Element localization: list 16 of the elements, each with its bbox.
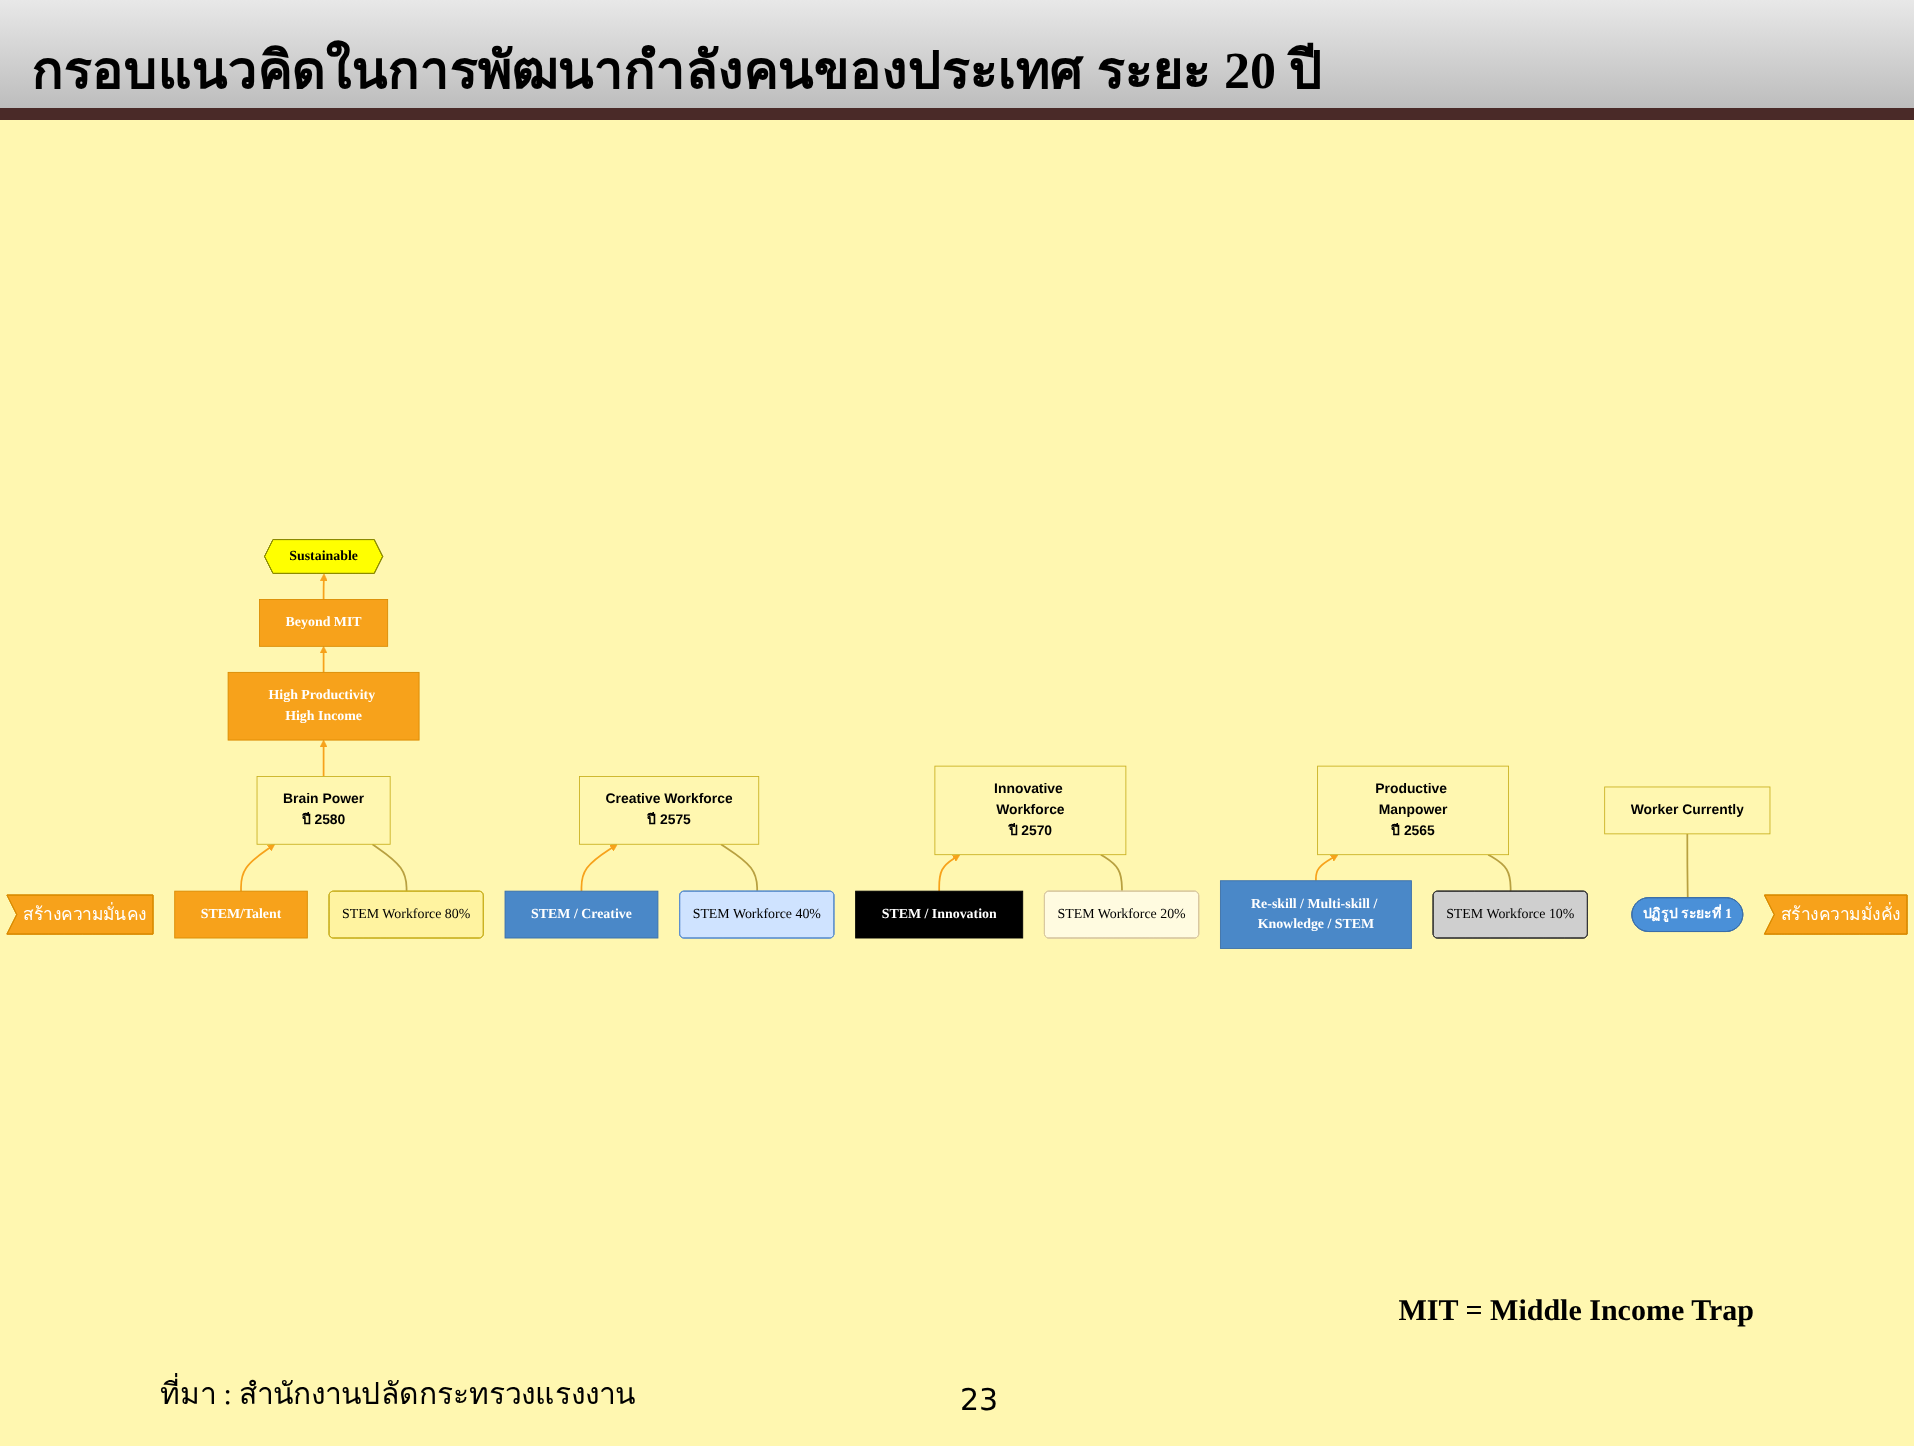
arrow — [319, 739, 328, 778]
connector — [720, 843, 759, 893]
connector — [1686, 833, 1689, 899]
connector — [1099, 853, 1123, 893]
slide-title: กรอบแนวคิดในการพัฒนากำลังคนของประเทศ ระยะ 20 ปี — [0, 0, 1914, 120]
arrow — [1315, 854, 1339, 882]
page-number: 23 — [960, 1382, 999, 1418]
connector — [371, 843, 408, 893]
source-note: ที่มา : สำนักงานปลัดกระทรวงแรงงาน — [160, 1370, 636, 1418]
arrow — [580, 843, 618, 892]
arrow — [319, 646, 328, 674]
arrow — [320, 573, 328, 601]
arrow — [240, 843, 276, 892]
footnote: MIT = Middle Income Trap — [1398, 1296, 1754, 1330]
connector — [1487, 853, 1512, 893]
arrow — [938, 854, 961, 892]
